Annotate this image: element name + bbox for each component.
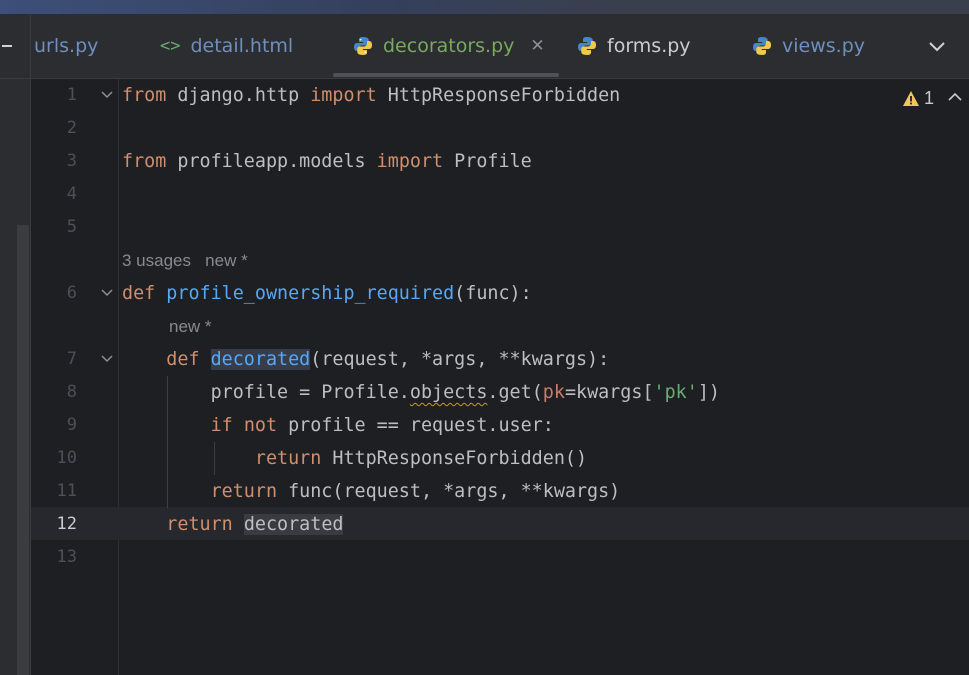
chevron-up-icon[interactable] — [946, 88, 964, 106]
warning-token: objects — [409, 382, 488, 403]
line-number: 2 — [66, 118, 77, 138]
code-line-8[interactable]: profile = Profile.objects.get(pk=kwargs[… — [122, 376, 720, 409]
title-bar-gradient — [0, 0, 640, 14]
close-tab-icon[interactable]: ✕ — [530, 36, 545, 56]
code-text: profile = Profile. — [210, 382, 410, 403]
tab-forms[interactable]: forms.py — [577, 14, 691, 78]
html-tag-icon: <> — [160, 36, 181, 56]
python-icon — [578, 37, 596, 55]
code-text: HttpResponseForbidden — [376, 85, 621, 106]
code-text: profile == request.user: — [277, 415, 554, 436]
function-name-highlighted: decorated — [210, 349, 311, 370]
usages-link[interactable]: 3 usages — [122, 251, 191, 270]
left-tool-strip — [0, 79, 31, 675]
keyword: if — [210, 415, 233, 436]
warning-icon — [903, 90, 919, 106]
tab-views[interactable]: views.py — [752, 14, 865, 78]
line-number: 11 — [56, 481, 77, 501]
keyword: from — [122, 151, 167, 172]
keyword: return — [254, 448, 322, 469]
code-line-9[interactable]: if not profile == request.user: — [122, 409, 554, 442]
code-text: HttpResponseForbidden() — [321, 448, 588, 469]
line-number-current: 12 — [56, 514, 77, 534]
keyword: from — [122, 85, 167, 106]
code-line-6[interactable]: def profile_ownership_required(func): — [122, 277, 532, 310]
tab-urls[interactable]: urls.py — [34, 14, 98, 78]
author-hint[interactable]: new * — [205, 251, 248, 270]
tab-label: urls.py — [34, 35, 99, 57]
editor-tab-bar: urls.py <> detail.html decorators.py ✕ f… — [0, 14, 969, 79]
code-editor[interactable] — [119, 79, 969, 675]
line-number: 8 — [66, 382, 77, 402]
line-number: 10 — [56, 448, 77, 468]
fold-chevron-icon[interactable] — [100, 277, 114, 310]
line-number: 7 — [66, 349, 77, 369]
tab-detail-html[interactable]: <> detail.html — [160, 14, 293, 78]
keyword: def — [122, 283, 156, 304]
keyword: not — [243, 415, 278, 436]
fold-chevron-icon[interactable] — [100, 79, 114, 112]
line-gutter — [31, 79, 119, 675]
keyword: import — [310, 85, 377, 106]
identifier-highlighted: decorated — [243, 514, 344, 535]
fold-chevron-icon[interactable] — [100, 343, 114, 376]
current-line-highlight — [31, 507, 969, 540]
tab-label: views.py — [782, 35, 865, 57]
line-number: 6 — [66, 283, 77, 303]
line-number: 1 — [66, 85, 77, 105]
keyword: def — [166, 349, 200, 370]
code-text: Profile — [443, 151, 532, 172]
python-icon — [354, 37, 372, 55]
inspection-widget[interactable]: 1 — [902, 87, 934, 109]
code-line-11[interactable]: return func(request, *args, **kwargs) — [122, 475, 621, 508]
code-line-7[interactable]: def decorated(request, *args, **kwargs): — [122, 343, 609, 376]
line-number: 13 — [56, 547, 77, 567]
author-hint[interactable]: new * — [169, 317, 212, 336]
string-literal: 'pk' — [653, 382, 698, 403]
code-text: profileapp.models — [166, 151, 377, 172]
collapse-panel-button[interactable] — [0, 14, 31, 78]
keyword: return — [210, 481, 278, 502]
window-top-strip — [0, 0, 969, 14]
code-line-3[interactable]: from profileapp.models import Profile — [122, 145, 532, 178]
code-text: =kwargs[ — [564, 382, 654, 403]
tab-decorators[interactable]: decorators.py ✕ — [353, 14, 545, 78]
chevron-down-icon[interactable] — [925, 34, 949, 58]
tab-label: detail.html — [190, 35, 294, 57]
tab-label: decorators.py — [383, 35, 515, 57]
python-icon — [753, 37, 771, 55]
code-text: func(request, *args, **kwargs) — [277, 481, 621, 502]
keyword: return — [166, 514, 233, 535]
indent-guide — [167, 376, 168, 508]
indent-guide — [214, 442, 215, 475]
function-name: profile_ownership_required — [166, 283, 455, 304]
code-text: (request, *args, **kwargs): — [310, 349, 610, 370]
code-text: .get( — [487, 382, 543, 403]
minus-icon — [2, 45, 12, 47]
line-number: 3 — [66, 151, 77, 171]
warning-count: 1 — [924, 87, 935, 108]
keyword: import — [376, 151, 444, 172]
code-text: django.http — [166, 85, 311, 106]
code-line-1[interactable]: from django.http import HttpResponseForb… — [122, 79, 620, 112]
line-number: 9 — [66, 415, 77, 435]
usages-hint[interactable]: 3 usages new * — [122, 244, 248, 277]
line-number: 5 — [66, 217, 77, 237]
code-line-12[interactable]: return decorated — [122, 508, 344, 541]
code-text: (func): — [454, 283, 532, 304]
code-text: ]) — [697, 382, 720, 403]
keyword-arg: pk — [542, 382, 565, 403]
active-tab-indicator — [333, 73, 559, 77]
code-line-10[interactable]: return HttpResponseForbidden() — [122, 442, 587, 475]
tab-label: forms.py — [607, 35, 691, 57]
scrollbar[interactable] — [17, 225, 29, 675]
line-number: 4 — [66, 184, 77, 204]
